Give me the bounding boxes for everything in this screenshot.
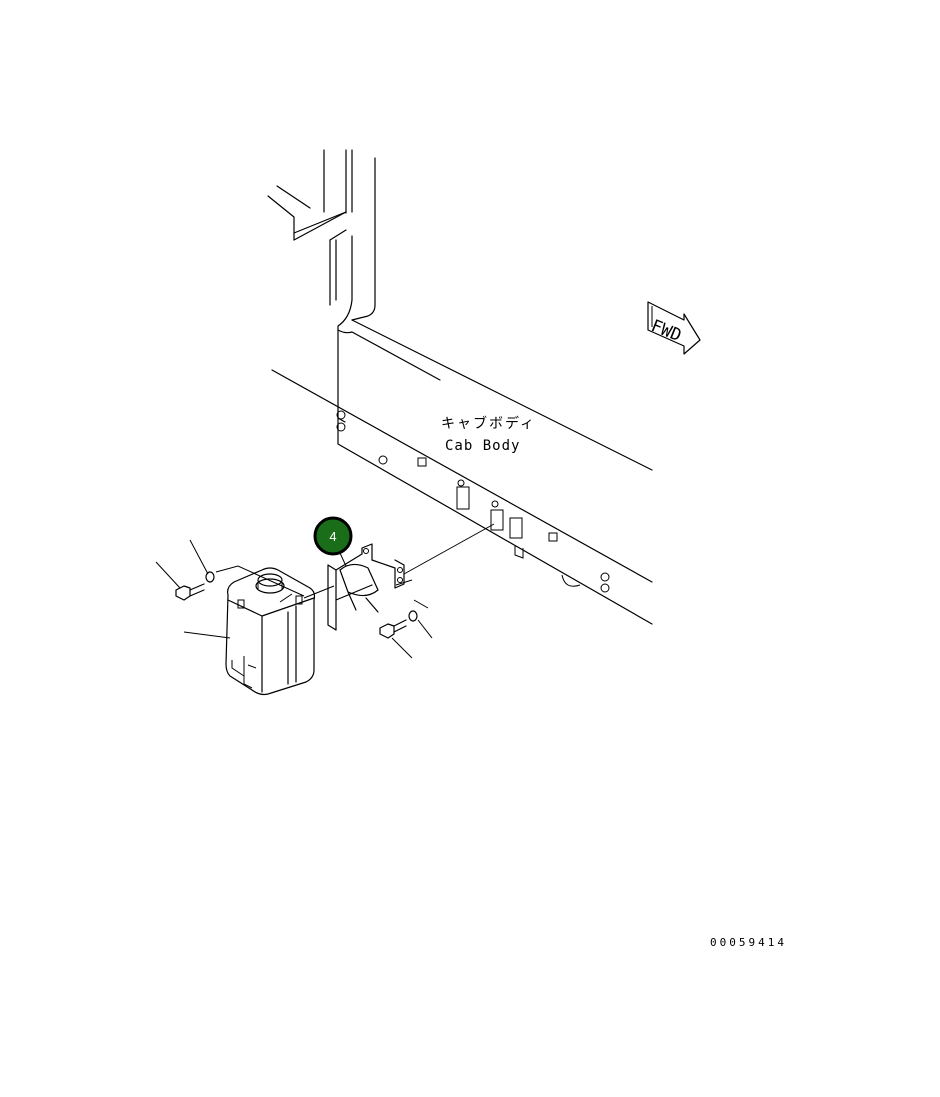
washer-tank (225, 567, 316, 696)
leader-line-tank (183, 631, 231, 639)
bolt-left (155, 561, 205, 601)
bolt-right (379, 619, 413, 659)
cab-body-label-jp: キャブボディ (441, 415, 536, 432)
cab-pillar (267, 149, 376, 413)
cab-body-label-en: Cab Body (445, 438, 520, 454)
leader-line-bracket (413, 599, 429, 609)
washer-right (408, 610, 433, 639)
cab-lower-panel (271, 319, 653, 625)
callout-4-number: 4 (329, 529, 336, 544)
leader-line-washer (215, 565, 305, 597)
callout-4-leader (339, 552, 347, 567)
callout-4[interactable]: 4 (313, 516, 353, 556)
washer-left (189, 539, 215, 583)
fwd-arrow: FWD (647, 301, 701, 355)
drawing-number: 00059414 (710, 936, 787, 949)
bracket (303, 523, 495, 631)
fwd-label: FWD (648, 316, 684, 346)
